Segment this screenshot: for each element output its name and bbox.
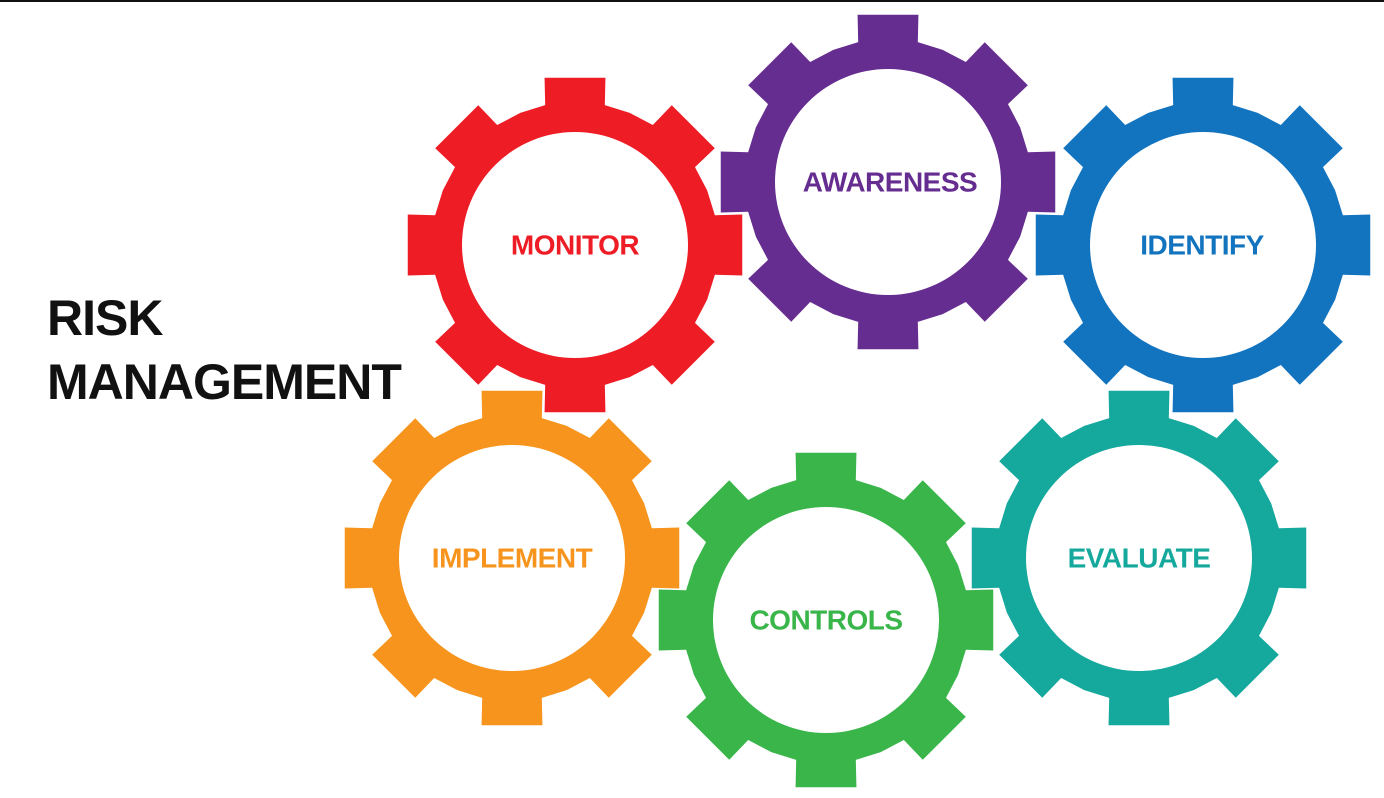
gear-implement: IMPLEMENT xyxy=(344,390,680,726)
gear-identify-label: IDENTIFY xyxy=(1140,230,1264,261)
gear-controls-icon xyxy=(658,452,994,788)
gear-monitor-icon xyxy=(407,77,743,413)
gear-awareness: AWARENESS xyxy=(720,14,1056,350)
title-line-2: MANAGEMENT xyxy=(47,354,402,410)
gear-evaluate: EVALUATE xyxy=(971,390,1307,726)
gear-awareness-label: AWARENESS xyxy=(803,167,977,198)
gear-identify-icon xyxy=(1035,77,1371,413)
title-line-1: RISK xyxy=(47,290,163,346)
gear-implement-icon xyxy=(344,390,680,726)
gear-controls-label: CONTROLS xyxy=(749,605,902,636)
gear-controls: CONTROLS xyxy=(658,452,994,788)
gear-evaluate-icon xyxy=(971,390,1307,726)
diagram-title: RISK MANAGEMENT xyxy=(47,286,402,414)
gear-identify: IDENTIFY xyxy=(1035,77,1371,413)
gear-monitor-label: MONITOR xyxy=(511,230,639,261)
gear-awareness-icon xyxy=(720,14,1056,350)
gear-implement-label: IMPLEMENT xyxy=(432,543,593,574)
gear-monitor: MONITOR xyxy=(407,77,743,413)
gear-evaluate-label: EVALUATE xyxy=(1068,543,1211,574)
